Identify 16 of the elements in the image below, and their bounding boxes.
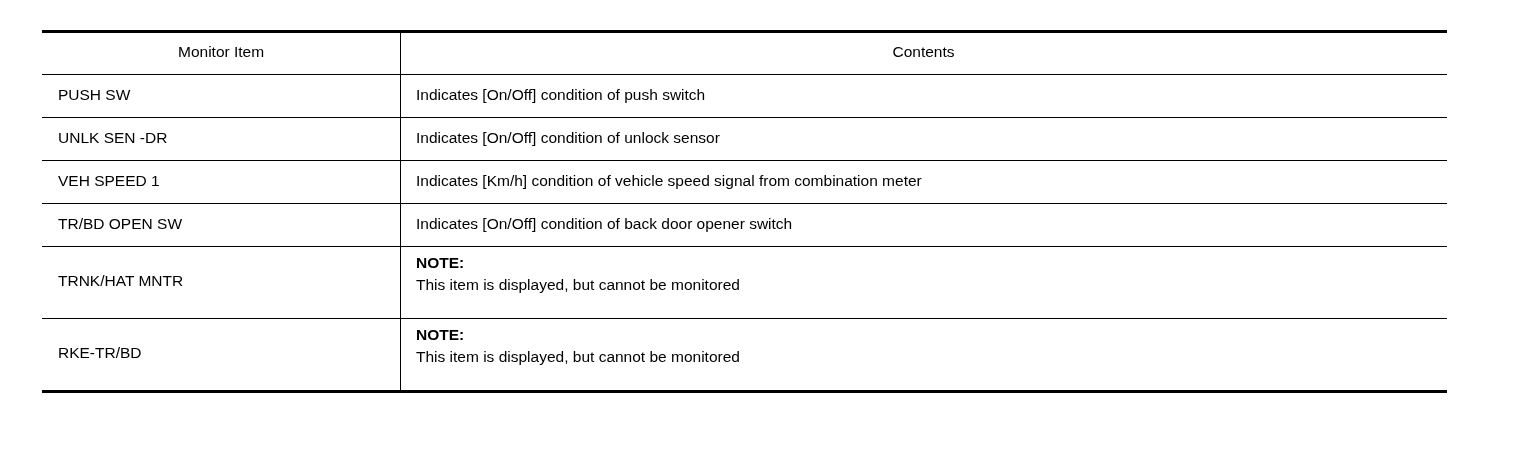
- monitor-item: RKE-TR/BD: [58, 344, 142, 362]
- monitor-item: PUSH SW: [58, 85, 131, 104]
- monitor-item: VEH SPEED 1: [58, 171, 160, 190]
- item-description: Indicates [Km/h] condition of vehicle speed signal from combination meter: [416, 171, 922, 190]
- note-label: NOTE:: [416, 254, 465, 272]
- note-label: NOTE:: [416, 326, 465, 344]
- monitor-item: TRNK/HAT MNTR: [58, 272, 184, 290]
- item-description: Indicates [On/Off] condition of back door opener switch: [416, 214, 793, 233]
- item-description: Indicates [On/Off] condition of push switch: [416, 85, 706, 104]
- note-text: This item is displayed, but cannot be monitored: [416, 348, 740, 366]
- column-header: Contents: [892, 43, 955, 61]
- monitor-item: UNLK SEN -DR: [58, 128, 168, 147]
- column-header: Monitor Item: [178, 43, 265, 61]
- item-description: Indicates [On/Off] condition of unlock sensor: [416, 128, 720, 147]
- note-text: This item is displayed, but cannot be monitored: [416, 276, 740, 294]
- monitor-item: TR/BD OPEN SW: [58, 214, 182, 233]
